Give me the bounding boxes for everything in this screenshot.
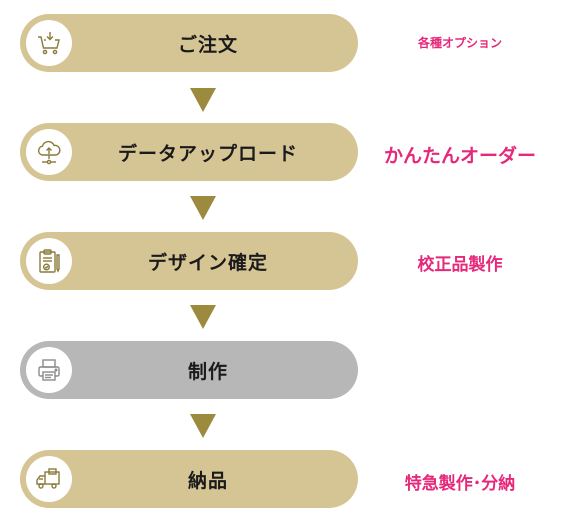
side-label-easy-order: かんたんオーダー [383, 145, 536, 167]
side-label-express-split: 特急製作･分納 [404, 474, 516, 494]
step-label: ご注文 [177, 33, 238, 56]
step-order: ご注文 [20, 14, 358, 72]
clipboard-check-icon [39, 249, 60, 273]
flow-arrow [190, 305, 216, 329]
printer-icon [38, 359, 60, 381]
step-delivery: 納品 [20, 450, 358, 508]
step-label: 納品 [187, 469, 228, 492]
flow-arrow [190, 414, 216, 438]
step-design-confirm: デザイン確定 [20, 232, 358, 290]
side-label-proof-production: 校正品製作 [417, 255, 503, 275]
step-icon-circle [26, 238, 72, 284]
step-data-upload: データアップロード [20, 123, 358, 181]
flow-arrow [190, 196, 216, 220]
step-production: 制作 [20, 341, 358, 399]
step-icon-circle [26, 20, 72, 66]
step-label: データアップロード [117, 142, 298, 165]
step-label: 制作 [187, 360, 228, 383]
cart-download-icon [38, 32, 60, 55]
step-label: デザイン確定 [147, 251, 268, 274]
step-icon-circle [26, 456, 72, 502]
cloud-upload-icon [38, 140, 61, 165]
step-icon-circle [26, 129, 72, 175]
flow-arrow [190, 88, 216, 112]
delivery-truck-icon [36, 468, 60, 489]
side-label-options: 各種オプション [417, 36, 502, 50]
step-icon-circle [26, 347, 72, 393]
